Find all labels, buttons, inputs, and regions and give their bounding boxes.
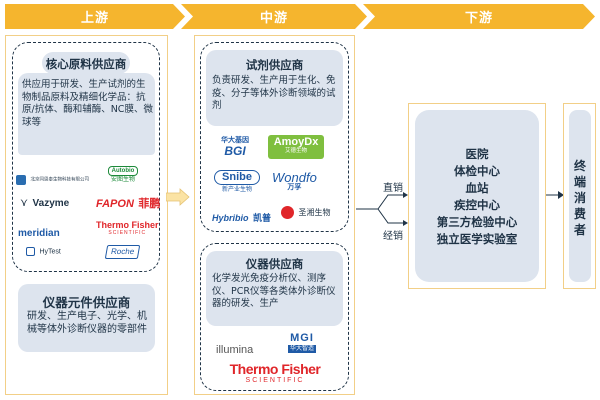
chevron-shape bbox=[363, 4, 595, 29]
institutions-list: 医院 体检中心 血站 疾控中心 第三方检验中心 独立医学实验室 bbox=[415, 146, 539, 248]
end-user-panel bbox=[569, 110, 591, 282]
stage-upstream: 上游 bbox=[5, 4, 185, 29]
chevron-shape bbox=[181, 4, 367, 29]
institution-hospital: 医院 bbox=[465, 147, 489, 161]
logo-amoydx: AmoyDx 艾德生物 bbox=[268, 135, 324, 159]
arrow-institutions-to-consumer bbox=[546, 191, 564, 199]
vazyme-icon: ⋎ bbox=[20, 197, 29, 209]
channel-distribution-label: 经销 bbox=[383, 231, 403, 242]
reagent-supplier-desc: 负责研发、生产用于生化、免疫、分子等体外诊断领域的试剂 bbox=[212, 75, 336, 111]
core-supplier-text-bg bbox=[18, 73, 155, 155]
stage-downstream: 下游 bbox=[363, 4, 595, 29]
tongentai-icon bbox=[16, 174, 26, 185]
logo-illumina: illumina bbox=[216, 344, 254, 356]
logo-autobio: Autobio 安图生物 bbox=[108, 166, 138, 183]
instrument-parts-desc: 研发、生产电子、光学、机械等体外诊断仪器的零部件 bbox=[27, 311, 147, 335]
logo-snibe: Snibe 新产业生物 bbox=[214, 170, 260, 193]
stage-upstream-label: 上游 bbox=[80, 11, 109, 26]
institution-independent-lab: 独立医学实验室 bbox=[436, 232, 518, 246]
logo-sansure: 圣湘生物 bbox=[281, 205, 330, 221]
chevron-shape bbox=[5, 4, 185, 29]
arrow-upstream-to-midstream bbox=[166, 188, 190, 206]
core-supplier-title-bg bbox=[42, 52, 130, 74]
instrument-supplier-text-bg bbox=[206, 251, 343, 326]
logo-thermofisher-up: Thermo Fisher SCIENTIFIC bbox=[96, 220, 159, 236]
stage-midstream-label: 中游 bbox=[259, 11, 288, 26]
logo-fapon: FAPON 菲鹏 bbox=[96, 198, 161, 210]
logo-hytest: HyTest bbox=[26, 244, 61, 260]
institution-checkup-center: 体检中心 bbox=[454, 164, 500, 178]
core-supplier-desc: 供应用于研发、生产试剂的生物制品原料及精细化学品：抗原/抗体、酶和辅酶、NC膜、… bbox=[22, 79, 153, 128]
stage-downstream-label: 下游 bbox=[464, 11, 493, 26]
logo-roche: Roche bbox=[104, 242, 141, 259]
instrument-supplier-desc: 化学发光免疫分析仪、测序仪、PCR仪等各类体外诊断仪器的研发、生产 bbox=[212, 273, 336, 309]
institution-third-party-lab: 第三方检验中心 bbox=[436, 215, 518, 229]
institution-blood-station: 血站 bbox=[465, 181, 489, 195]
logo-meridian: meridian bbox=[18, 228, 60, 239]
channel-connector bbox=[356, 192, 408, 226]
logo-thermofisher-mid: Thermo Fisher SCIENTIFIC bbox=[229, 361, 321, 384]
instrument-supplier-title: 仪器供应商 bbox=[245, 257, 304, 271]
institutions-panel bbox=[415, 110, 539, 282]
end-user-label: 终端消费者 bbox=[573, 159, 586, 237]
institution-cdc: 疾控中心 bbox=[454, 198, 500, 212]
core-supplier-title: 核心原料供应商 bbox=[45, 57, 127, 71]
instrument-parts-panel bbox=[18, 284, 155, 352]
logo-mgi: MGI 华大智造 bbox=[288, 332, 317, 353]
reagent-supplier-title: 试剂供应商 bbox=[245, 58, 304, 72]
logo-wondfo: Wondfo 万孚 bbox=[272, 170, 317, 191]
logo-tongentai: 北京同恩泰生物科技有限公司 bbox=[16, 172, 89, 188]
instrument-parts-title: 仪器元件供应商 bbox=[42, 295, 131, 310]
channel-direct-label: 直销 bbox=[383, 183, 403, 194]
reagent-supplier-text-bg bbox=[206, 50, 343, 126]
logo-hybribio: Hybribio 凯普 bbox=[212, 213, 271, 223]
stage-midstream: 中游 bbox=[181, 4, 367, 29]
logo-bgi: 华大基因 BGI bbox=[221, 137, 249, 158]
sansure-icon bbox=[281, 206, 294, 220]
logo-vazyme: ⋎ Vazyme bbox=[20, 197, 70, 209]
hytest-icon bbox=[26, 247, 35, 257]
